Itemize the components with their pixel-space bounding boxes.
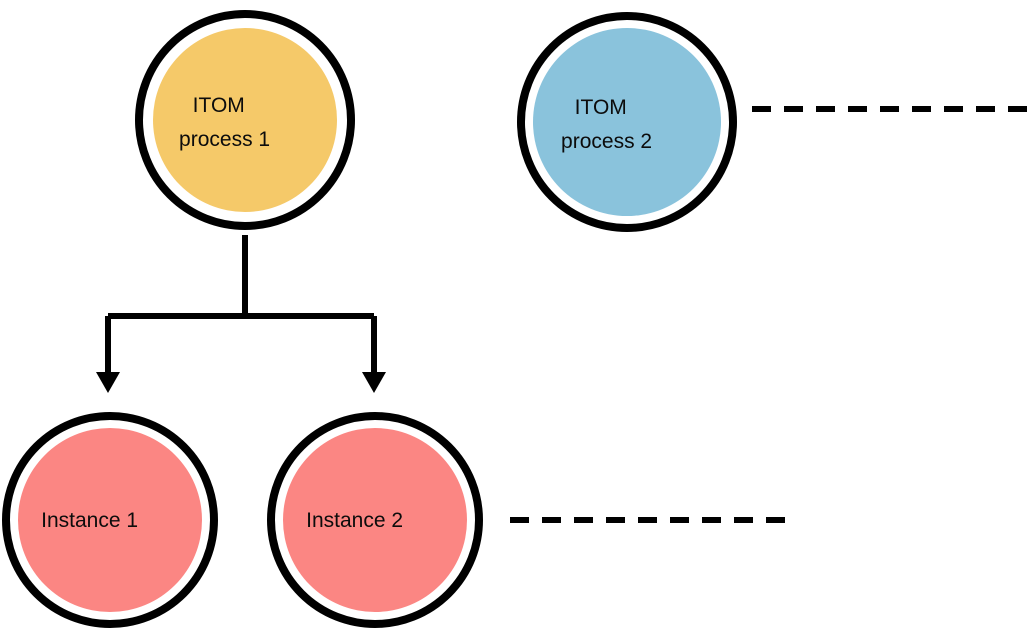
node-label-line1-instance-1: Instance 1 (41, 509, 138, 532)
node-ring-instance-2 (267, 412, 483, 628)
node-fill-itom-process-1 (153, 28, 337, 212)
node-fill-instance-2 (283, 428, 467, 612)
node-label-line2-itom-process-2: process 2 (561, 130, 652, 153)
node-ring-instance-1 (2, 412, 218, 628)
node-instance-1[interactable]: Instance 1 (2, 412, 218, 628)
node-fill-itom-process-2 (533, 28, 721, 216)
node-itom-process-2[interactable]: ITOM process 2 (517, 12, 737, 232)
node-label-instance-1: Instance 1 (41, 509, 179, 532)
node-ring-itom-process-1 (135, 10, 355, 230)
node-fill-instance-1 (18, 428, 202, 612)
node-label-line1-instance-2: Instance 2 (306, 509, 403, 532)
node-label-line1-itom-process-2: ITOM (575, 96, 627, 119)
arrow-head-to-instance-1 (96, 372, 120, 393)
node-label-line1-itom-process-1: ITOM (193, 94, 245, 117)
node-label-itom-process-2: ITOM process 2 (561, 96, 693, 153)
connector-process1-to-instances (96, 235, 386, 393)
node-ring-itom-process-2 (517, 12, 737, 232)
node-itom-process-1[interactable]: ITOM process 1 (135, 10, 355, 230)
node-instance-2[interactable]: Instance 2 (267, 412, 483, 628)
node-label-itom-process-1: ITOM process 1 (179, 94, 311, 151)
node-label-instance-2: Instance 2 (306, 509, 444, 532)
arrow-head-to-instance-2 (362, 372, 386, 393)
node-label-line2-itom-process-1: process 1 (179, 128, 270, 151)
